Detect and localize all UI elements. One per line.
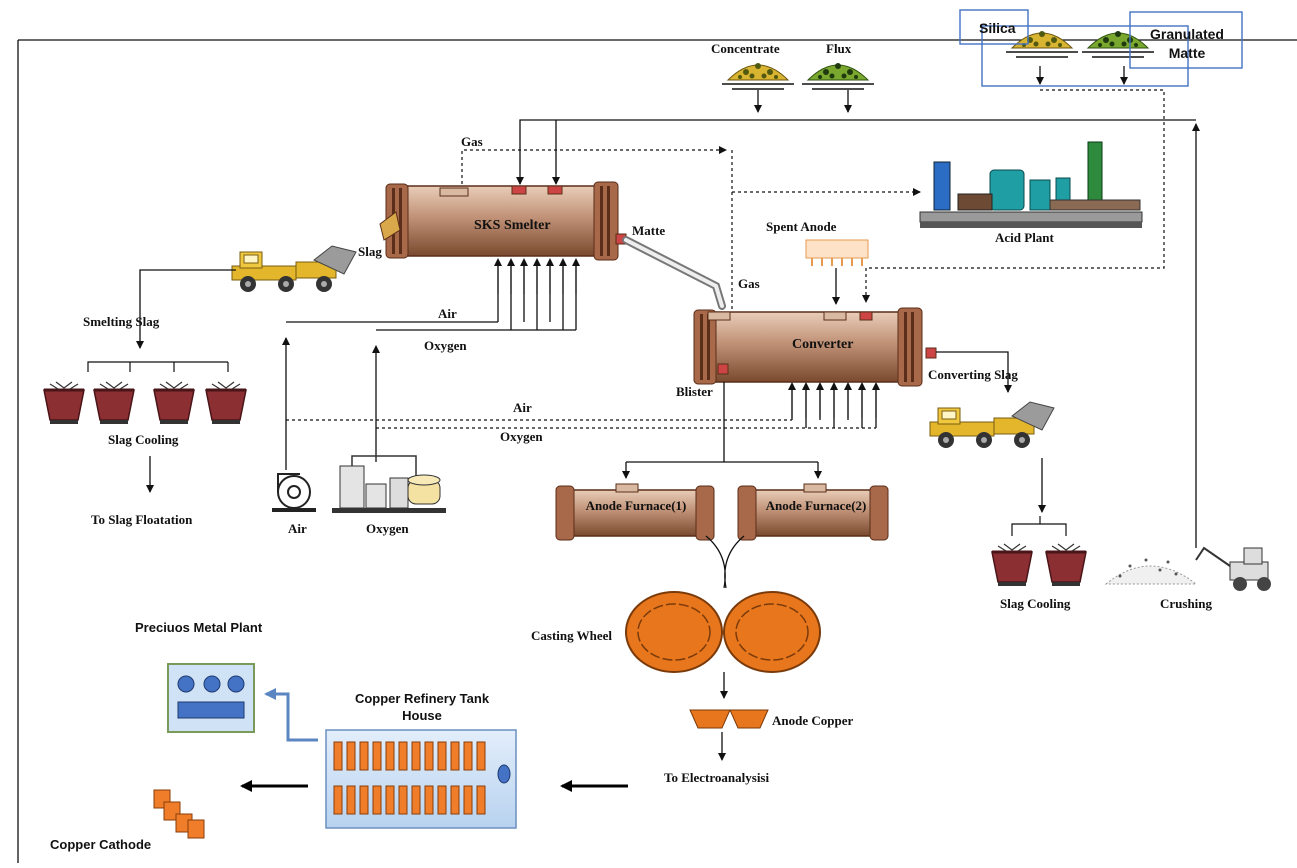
cathode-icon xyxy=(153,789,205,839)
converting-slag-arrow xyxy=(936,351,1012,393)
silica-annotation-box xyxy=(959,9,1029,45)
launder-to-casting xyxy=(705,535,745,589)
label-oxygen-plant: Oxygen xyxy=(366,521,409,536)
label-oxygen-upper: Oxygen xyxy=(424,338,467,353)
sks-smelter xyxy=(379,181,627,261)
label-copper-cathode: Copper Cathode xyxy=(50,837,152,852)
refinery-to-pmp-arrow xyxy=(264,688,318,742)
electrode-plate xyxy=(450,741,460,771)
label-smelting-slag: Smelting Slag xyxy=(83,314,160,329)
spent-anode-icon xyxy=(805,239,869,266)
electrode-plate xyxy=(424,741,434,771)
slag-pot-icon xyxy=(990,542,1034,588)
electrode-plate xyxy=(333,785,343,815)
electrode-plate xyxy=(463,741,473,771)
anode-mold-icon xyxy=(689,709,769,729)
electrode-plate xyxy=(450,785,460,815)
label-converting-slag: Converting Slag xyxy=(928,367,1018,382)
label-flux: Flux xyxy=(826,41,852,56)
electrode-plate xyxy=(411,741,421,771)
label-precious-metal-plant: Preciuos Metal Plant xyxy=(135,620,263,635)
label-slag-cooling-right: Slag Cooling xyxy=(1000,596,1071,611)
label-to-slag-floatation: To Slag Floatation xyxy=(91,512,193,527)
slag-pot-icon xyxy=(92,380,136,426)
feed-annotation-box xyxy=(981,25,1189,87)
smelter-tuyeres xyxy=(493,257,581,295)
oxygen-plant-icon xyxy=(332,455,446,513)
truck-icon xyxy=(231,245,357,293)
anode-furnace-1 xyxy=(555,483,715,541)
label-casting-wheel: Casting Wheel xyxy=(531,628,613,643)
label-anode-furnace-2: Anode Furnace(2) xyxy=(765,498,867,513)
label-sks-smelter: SKS Smelter xyxy=(474,218,551,233)
label-copper-refinery: Copper Refinery Tank House xyxy=(354,691,490,723)
label-anode-copper: Anode Copper xyxy=(772,713,854,728)
truck-icon xyxy=(929,401,1055,449)
label-gas-converter: Gas xyxy=(738,276,760,291)
slag-pot-icon xyxy=(152,380,196,426)
label-oxygen-lower: Oxygen xyxy=(500,429,543,444)
label-blister: Blister xyxy=(676,384,713,399)
label-silica: Silica xyxy=(979,20,1016,36)
slag-pot-icon xyxy=(1044,542,1088,588)
label-matte: Matte xyxy=(632,223,666,238)
slag-pot-icon xyxy=(204,380,248,426)
electrode-plate xyxy=(463,785,473,815)
label-converter: Converter xyxy=(792,337,854,352)
electrode-plate xyxy=(372,741,382,771)
electrode-plate xyxy=(437,741,447,771)
converter xyxy=(693,307,937,387)
label-air-upper: Air xyxy=(438,306,457,321)
label-to-electroanalysis: To Electroanalysisi xyxy=(664,770,770,785)
converter-tuyeres xyxy=(787,381,881,419)
granulated-matte-flow xyxy=(862,89,1165,303)
label-anode-furnace-1: Anode Furnace(1) xyxy=(585,498,687,513)
label-granulated-matte: Granulated Matte xyxy=(1150,26,1224,61)
electrode-plate xyxy=(398,785,408,815)
label-spent-anode: Spent Anode xyxy=(766,219,837,234)
ore-pile-icon xyxy=(721,62,795,90)
label-air-blower: Air xyxy=(288,521,307,536)
matte-launder xyxy=(622,236,726,310)
label-concentrate: Concentrate xyxy=(711,41,780,56)
granulated-matte-annotation-box xyxy=(1129,11,1243,69)
electrode-plate xyxy=(411,785,421,815)
electrode-plate xyxy=(346,741,356,771)
label-slag-cooling-left: Slag Cooling xyxy=(108,432,179,447)
electrode-plate xyxy=(398,741,408,771)
electrode-plate xyxy=(385,741,395,771)
electrode-plate xyxy=(476,785,486,815)
label-acid-plant: Acid Plant xyxy=(995,230,1054,245)
blower-icon xyxy=(272,473,316,512)
electrode-plate xyxy=(424,785,434,815)
feed-header-line xyxy=(516,119,1196,185)
label-gas-top: Gas xyxy=(461,134,483,149)
label-crushing: Crushing xyxy=(1160,596,1213,611)
electrode-plate xyxy=(437,785,447,815)
electrode-plate xyxy=(346,785,356,815)
anode-furnace-2 xyxy=(737,483,889,541)
electrode-plate xyxy=(333,741,343,771)
electrode-plate xyxy=(359,785,369,815)
label-air-lower: Air xyxy=(513,400,532,415)
loader-icon xyxy=(1104,546,1271,591)
gas-flow-smelter xyxy=(461,146,727,184)
casting-wheel-icon xyxy=(625,591,821,673)
precious-metal-plant-icon xyxy=(167,663,255,733)
tank-house-icon xyxy=(325,729,517,829)
ore-pile-icon xyxy=(801,62,875,90)
electrode-plate xyxy=(372,785,382,815)
electrode-plate xyxy=(359,741,369,771)
electrode-plate xyxy=(476,741,486,771)
slag-pot-icon xyxy=(42,380,86,426)
acid-plant-icon xyxy=(919,141,1143,228)
label-slag: Slag xyxy=(358,244,382,259)
electrode-plate xyxy=(385,785,395,815)
smelting-slag-arrow xyxy=(136,269,236,349)
